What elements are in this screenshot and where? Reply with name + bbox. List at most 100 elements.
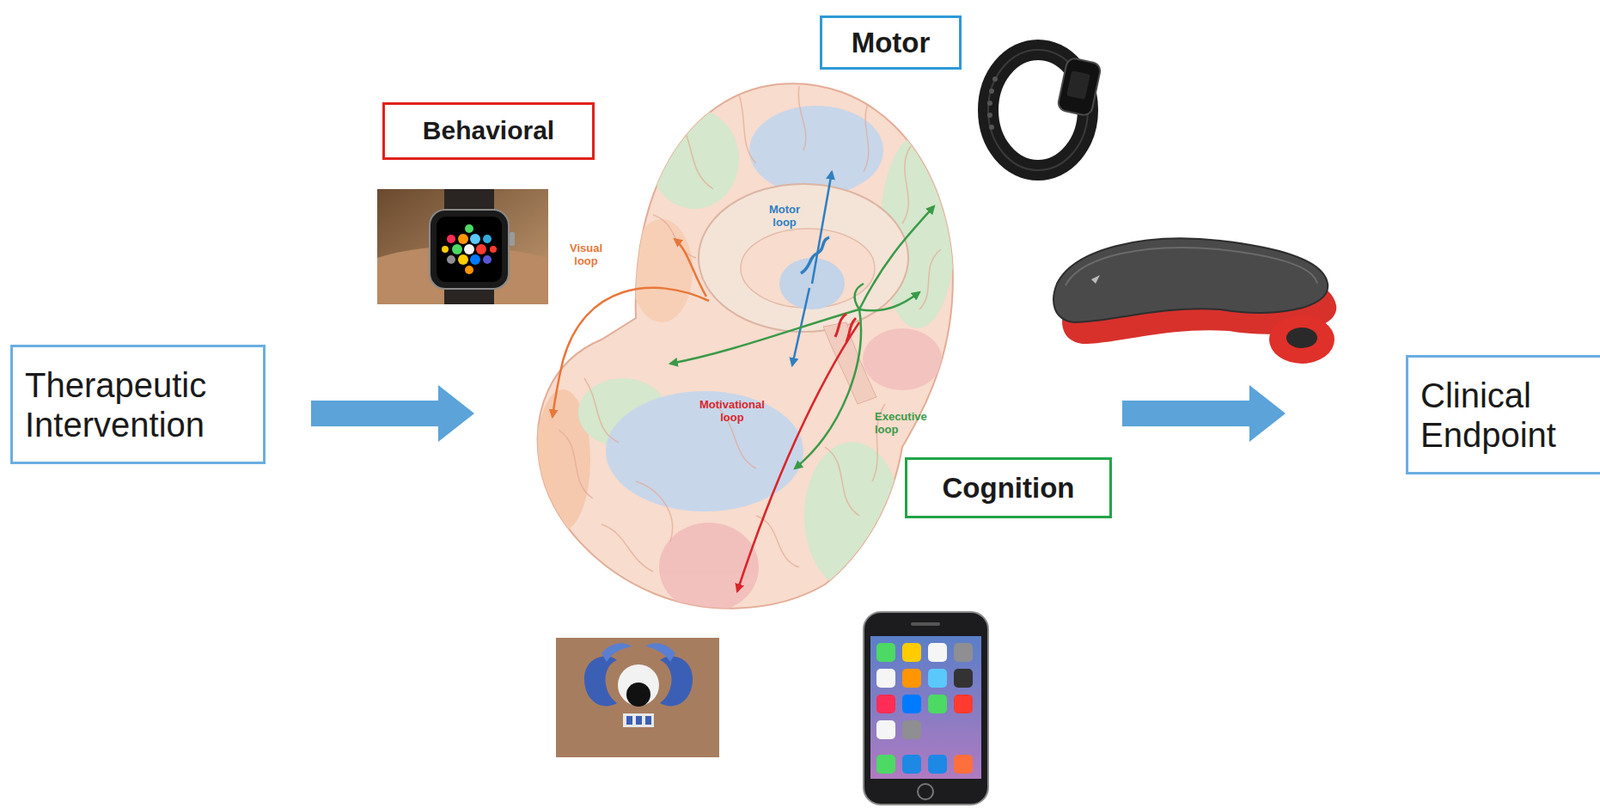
illustration-part (953, 668, 973, 688)
visual-loop-line (552, 287, 709, 417)
illustration-part (626, 715, 633, 725)
illustration-part (630, 219, 693, 323)
illustration-part (476, 244, 487, 255)
visual-loop-line (674, 238, 707, 297)
illustration-part (458, 233, 469, 245)
illustration-part (902, 668, 922, 688)
loop-label: Motivational loop (697, 397, 767, 426)
illustration-part (489, 245, 497, 253)
illustration-part (910, 622, 941, 626)
skin-patch-sensor (555, 637, 720, 758)
illustration-part (555, 637, 720, 758)
illustration-part (928, 694, 947, 714)
illustration-part (863, 611, 989, 805)
input-box: Therapeutic Intervention (10, 344, 266, 465)
illustration-part (989, 124, 995, 130)
loop-label: Executive loop (873, 409, 929, 438)
output-box: Clinical Endpoint (1405, 354, 1600, 475)
illustration-part (584, 378, 619, 443)
illustration-part (622, 713, 654, 727)
illustration-part (876, 668, 896, 688)
illustration-part (1053, 238, 1328, 323)
illustration-part (928, 642, 947, 662)
executive-loop-line (670, 309, 860, 364)
illustration-part (902, 694, 922, 714)
illustration-part (635, 481, 673, 542)
illustration-part (436, 216, 502, 282)
category-box: Motor (819, 15, 962, 70)
illustration-part (902, 146, 911, 224)
illustration-part (377, 189, 549, 305)
brain-regions (535, 85, 956, 612)
illustration-part (863, 103, 869, 172)
illustration-part (902, 720, 922, 739)
category-box: Cognition (904, 457, 1112, 519)
box-label: Therapeutic Intervention (24, 365, 251, 445)
illustration-part (876, 694, 896, 714)
illustration-part (953, 754, 973, 774)
illustration-part (862, 328, 942, 391)
executive-loop-line (859, 292, 920, 311)
illustration-part (953, 694, 973, 714)
illustration-part (928, 668, 947, 688)
illustration-part (626, 682, 651, 707)
illustration-part (987, 100, 993, 106)
illustration-part (464, 244, 475, 255)
illustration-part (1269, 315, 1335, 364)
motivational-loop-mark (846, 317, 856, 342)
illustration-part (653, 214, 697, 258)
illustration-part (876, 754, 896, 774)
illustration-part (649, 109, 739, 209)
motor-loop-line (812, 171, 832, 284)
smart-insoles (1053, 238, 1337, 364)
illustration-part (953, 642, 973, 662)
illustration-part (1286, 327, 1318, 349)
illustration-part (992, 76, 998, 82)
illustration-part (441, 224, 497, 275)
illustration-part (1066, 70, 1091, 100)
illustration-part (1091, 274, 1100, 284)
illustration-part (876, 642, 973, 774)
box-label: Motor (851, 26, 931, 60)
executive-loop-line (854, 283, 864, 310)
illustration-part (659, 656, 693, 707)
motivational-loop-mark (835, 313, 847, 337)
illustration-part (678, 120, 714, 190)
illustration-part (987, 112, 993, 118)
motor-loop-squiggle (800, 237, 830, 274)
brain-illustration (535, 83, 956, 612)
illustration-part (756, 515, 800, 568)
illustration-part (464, 265, 474, 275)
illustration-part (617, 664, 660, 706)
illustration-part (441, 245, 449, 253)
brain-outline (537, 83, 953, 608)
loop-label: Visual loop (567, 241, 605, 269)
smartwatch-photo (377, 189, 549, 305)
illustration-part (446, 255, 456, 264)
illustration-part (902, 754, 922, 774)
flow-arrow (311, 384, 475, 442)
flow-arrow (1122, 384, 1286, 442)
smartphone (863, 611, 989, 805)
illustration-part (928, 754, 947, 774)
category-box: Behavioral (382, 102, 595, 160)
motivational-loop-line (737, 322, 860, 592)
illustration-part (989, 88, 995, 94)
illustration-part (635, 715, 642, 725)
illustration-part (1065, 247, 1318, 286)
illustration-part (470, 233, 481, 245)
illustration-part (798, 85, 807, 151)
illustration-part (601, 642, 632, 662)
illustration-part (804, 441, 901, 590)
illustration-part (876, 642, 896, 662)
illustration-part (470, 254, 481, 265)
illustration-part (429, 209, 509, 289)
illustration-part (558, 429, 593, 499)
box-label: Cognition (942, 471, 1075, 505)
executive-loop-line (859, 206, 935, 310)
illustration-part (464, 224, 474, 233)
illustration-part (919, 249, 941, 310)
illustration-part (446, 234, 456, 244)
box-label: Clinical Endpoint (1420, 375, 1594, 455)
illustration-part (482, 255, 492, 264)
